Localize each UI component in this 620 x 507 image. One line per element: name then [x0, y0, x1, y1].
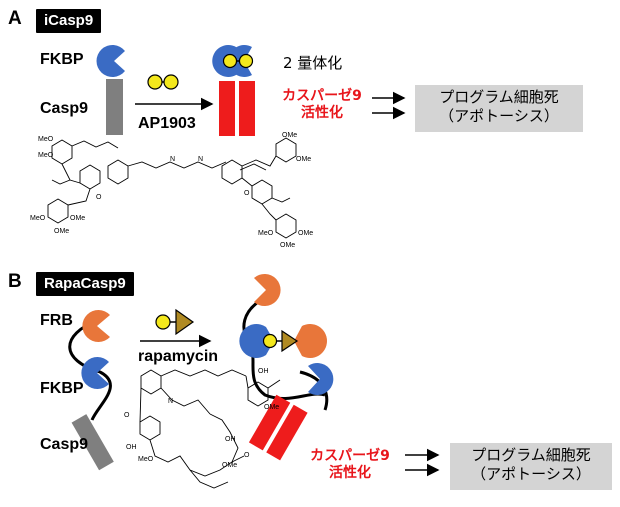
outcome-box-b: プログラム細胞死 （アポトーシス）: [450, 443, 612, 490]
drug-label-a: AP1903: [138, 115, 196, 132]
chem-label-a: MeO: [38, 136, 54, 143]
chem-label-a: O: [244, 190, 250, 197]
casp9-dimer-b: [248, 394, 308, 461]
tether-b: [68, 318, 112, 421]
ap1903-ligand-icon: [147, 74, 179, 90]
chem-label-a: MeO: [30, 215, 46, 222]
activation-label-b: カスパーゼ9 活性化: [298, 448, 402, 482]
frb-top-b: [254, 274, 281, 306]
casp9-monomer-a: [106, 79, 123, 135]
fkbp-complex-b: [239, 324, 274, 358]
activation-line2-b: 活性化: [329, 465, 371, 481]
frb-label-b: FRB: [40, 312, 73, 329]
chem-label-b: O: [124, 412, 130, 419]
panel-a-letter: A: [8, 8, 22, 29]
ap1903-structure: [47, 137, 297, 239]
activation-line1-a: カスパーゼ9: [282, 88, 362, 104]
fkbp-dimer-a: [212, 45, 254, 77]
frb-complex-b: [294, 324, 327, 358]
outcome-box-a: プログラム細胞死 （アポトーシス）: [415, 85, 583, 132]
casp9-monomer-b: [71, 414, 114, 471]
chem-label-b: OH: [258, 368, 269, 375]
chem-label-a: OMe: [280, 242, 296, 249]
rapamycin-bound-b: [262, 329, 299, 353]
outcome-line2-b: （アポトーシス）: [471, 465, 591, 483]
chem-label-b: MeO: [138, 456, 154, 463]
casp9-label-a: Casp9: [40, 100, 89, 117]
outcome-line1-a: プログラム細胞死: [439, 88, 559, 106]
chem-label-a: N: [170, 156, 176, 163]
chem-label-b: N: [168, 398, 174, 405]
fkbp-label-b: FKBP: [40, 380, 84, 397]
chem-label-b: OH: [225, 436, 236, 443]
chem-label-a: O: [96, 194, 102, 201]
chem-label-a: N: [198, 156, 204, 163]
chem-label-a: OMe: [70, 215, 86, 222]
chem-label-a: MeO: [258, 230, 274, 237]
rapamycin-ligand-icon: [155, 308, 195, 336]
panel-b-tag: RapaCasp9: [36, 272, 134, 296]
chem-label-a: MeO: [38, 152, 54, 159]
rapamycin-structure: [139, 369, 281, 489]
outcome-line2-a: （アポトーシス）: [439, 107, 559, 125]
casp9-dimer-right-a: [239, 81, 255, 136]
chem-label-b: OH: [126, 444, 137, 451]
tether-complex-b: [242, 294, 326, 400]
frb-shape-b: [82, 310, 110, 342]
casp9-label-b: Casp9: [40, 436, 89, 453]
activation-label-a: カスパーゼ9 活性化: [270, 88, 374, 122]
fkbp-shape-a: [96, 45, 125, 77]
casp9-dimer-left-a: [219, 81, 235, 136]
panel-a-tag: iCasp9: [36, 9, 102, 33]
activation-line1-b: カスパーゼ9: [310, 448, 390, 464]
chem-label-b: OMe: [222, 462, 238, 469]
dimerization-label: 2 量体化: [283, 54, 343, 72]
fkbp-right-b: [308, 362, 334, 395]
activation-line2-a: 活性化: [301, 105, 343, 121]
chem-label-b: OMe: [264, 404, 280, 411]
panel-b-letter: B: [8, 271, 22, 292]
drug-label-b: rapamycin: [138, 348, 219, 365]
chem-label-b: O: [244, 452, 250, 459]
fkbp-shape-b: [81, 357, 109, 389]
chem-label-a: OMe: [282, 132, 298, 139]
outcome-line1-b: プログラム細胞死: [471, 446, 591, 464]
fkbp-label-a: FKBP: [40, 51, 84, 68]
chem-label-a: OMe: [296, 156, 312, 163]
chem-label-a: OMe: [298, 230, 314, 237]
chem-label-a: OMe: [54, 228, 70, 235]
